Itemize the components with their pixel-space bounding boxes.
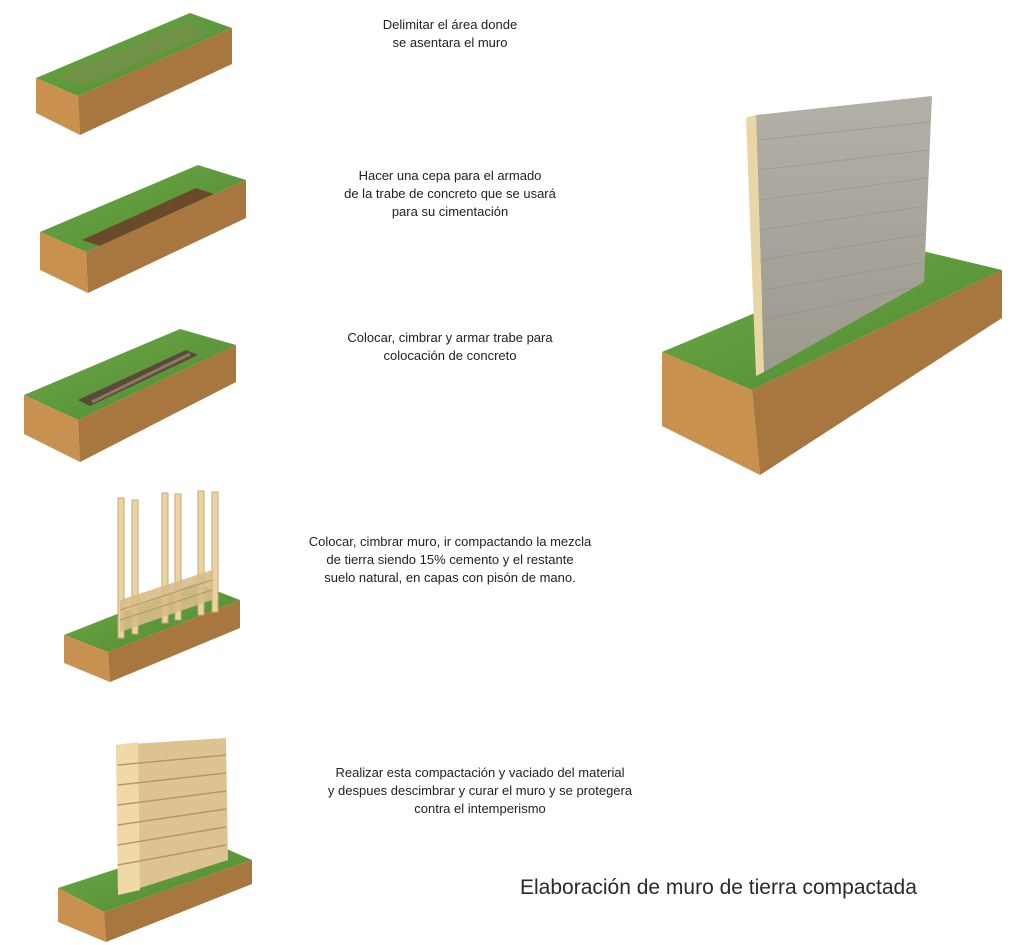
step-2-trench — [40, 165, 246, 293]
step-1-plot — [36, 13, 232, 135]
step-3-caption: Colocar, cimbrar y armar trabe para colo… — [347, 330, 553, 363]
page-title: Elaboración de muro de tierra compactada — [520, 876, 917, 899]
step-5-compaction — [58, 738, 252, 942]
step-3-beam — [24, 329, 236, 462]
step-5-caption: Realizar esta compactación y vaciado del… — [327, 765, 633, 816]
step-2-caption: Hacer una cepa para el armado de la trab… — [344, 168, 556, 219]
step-4-formwork — [64, 490, 240, 682]
step-1-caption: Delimitar el área donde se asentara el m… — [382, 17, 518, 50]
final-wall — [662, 96, 1002, 475]
step-4-caption: Colocar, cimbrar muro, ir compactando la… — [308, 534, 592, 585]
